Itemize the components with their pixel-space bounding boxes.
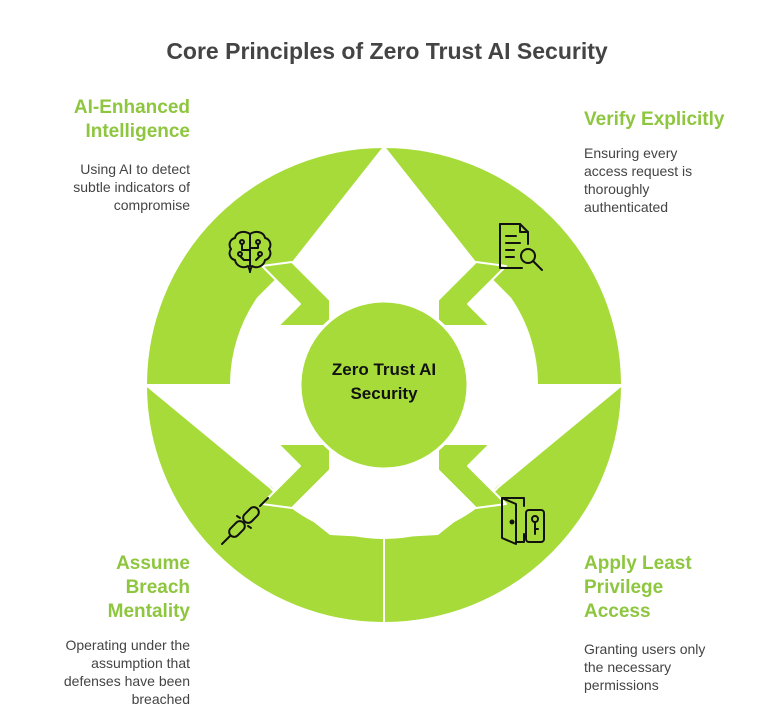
heading-line: Privilege bbox=[584, 577, 664, 598]
arrow-cutouts bbox=[238, 232, 530, 538]
desc-line: permissions bbox=[584, 677, 659, 693]
desc-line: compromise bbox=[113, 197, 190, 213]
center-label-line2: Security bbox=[350, 384, 418, 403]
principle-heading-assume-breach: Assume Breach Mentality bbox=[30, 552, 190, 624]
heading-line: Assume bbox=[116, 553, 190, 574]
heading-line: Verify Explicitly bbox=[584, 109, 725, 130]
center-label-line1: Zero Trust AI bbox=[331, 360, 437, 379]
center-circle bbox=[298, 299, 470, 471]
desc-line: the necessary bbox=[584, 659, 672, 675]
desc-line: Granting users only bbox=[584, 641, 706, 657]
document-search-icon bbox=[499, 223, 543, 271]
principle-desc-least-privilege: Granting users only the necessary permis… bbox=[584, 640, 764, 694]
desc-line: thoroughly bbox=[584, 181, 650, 197]
desc-line: subtle indicators of bbox=[73, 179, 190, 195]
principle-heading-ai-enhanced: AI-Enhanced Intelligence bbox=[30, 96, 190, 144]
page-title: Core Principles of Zero Trust AI Securit… bbox=[166, 38, 608, 64]
desc-line: assumption that bbox=[91, 655, 190, 671]
desc-line: breached bbox=[131, 691, 190, 707]
arrow-bottom-right bbox=[437, 443, 507, 509]
arrow-top-right bbox=[437, 261, 507, 327]
brain-icon bbox=[228, 230, 272, 273]
heading-line: Apply Least bbox=[584, 553, 692, 574]
principle-desc-assume-breach: Operating under the assumption that defe… bbox=[30, 636, 190, 708]
heading-line: AI-Enhanced bbox=[73, 97, 190, 118]
cutout-left bbox=[238, 296, 306, 474]
desc-line: Ensuring every bbox=[584, 145, 678, 161]
principle-heading-verify: Verify Explicitly bbox=[584, 108, 764, 132]
principle-desc-ai-enhanced: Using AI to detect subtle indicators of … bbox=[30, 160, 190, 214]
desc-line: defenses have been bbox=[63, 673, 190, 689]
cutout-top bbox=[296, 232, 472, 296]
door-key-icon bbox=[501, 497, 545, 545]
desc-line: authenticated bbox=[584, 199, 669, 215]
desc-line: Operating under the bbox=[65, 637, 190, 653]
heading-line: Mentality bbox=[107, 601, 190, 622]
principle-desc-verify: Ensuring every access request is thoroug… bbox=[584, 144, 764, 216]
cutout-bottom bbox=[296, 474, 472, 538]
center-label: Zero Trust AI Security bbox=[300, 358, 468, 406]
inward-arrows bbox=[261, 261, 507, 509]
heading-line: Intelligence bbox=[85, 121, 190, 142]
principle-heading-least-privilege: Apply Least Privilege Access bbox=[584, 552, 764, 624]
broken-chain-icon bbox=[221, 497, 269, 545]
heading-line: Access bbox=[584, 601, 651, 622]
cutout-right bbox=[462, 296, 530, 474]
desc-line: Using AI to detect bbox=[80, 161, 190, 177]
heading-line: Breach bbox=[125, 577, 190, 598]
desc-line: access request is bbox=[584, 163, 693, 179]
